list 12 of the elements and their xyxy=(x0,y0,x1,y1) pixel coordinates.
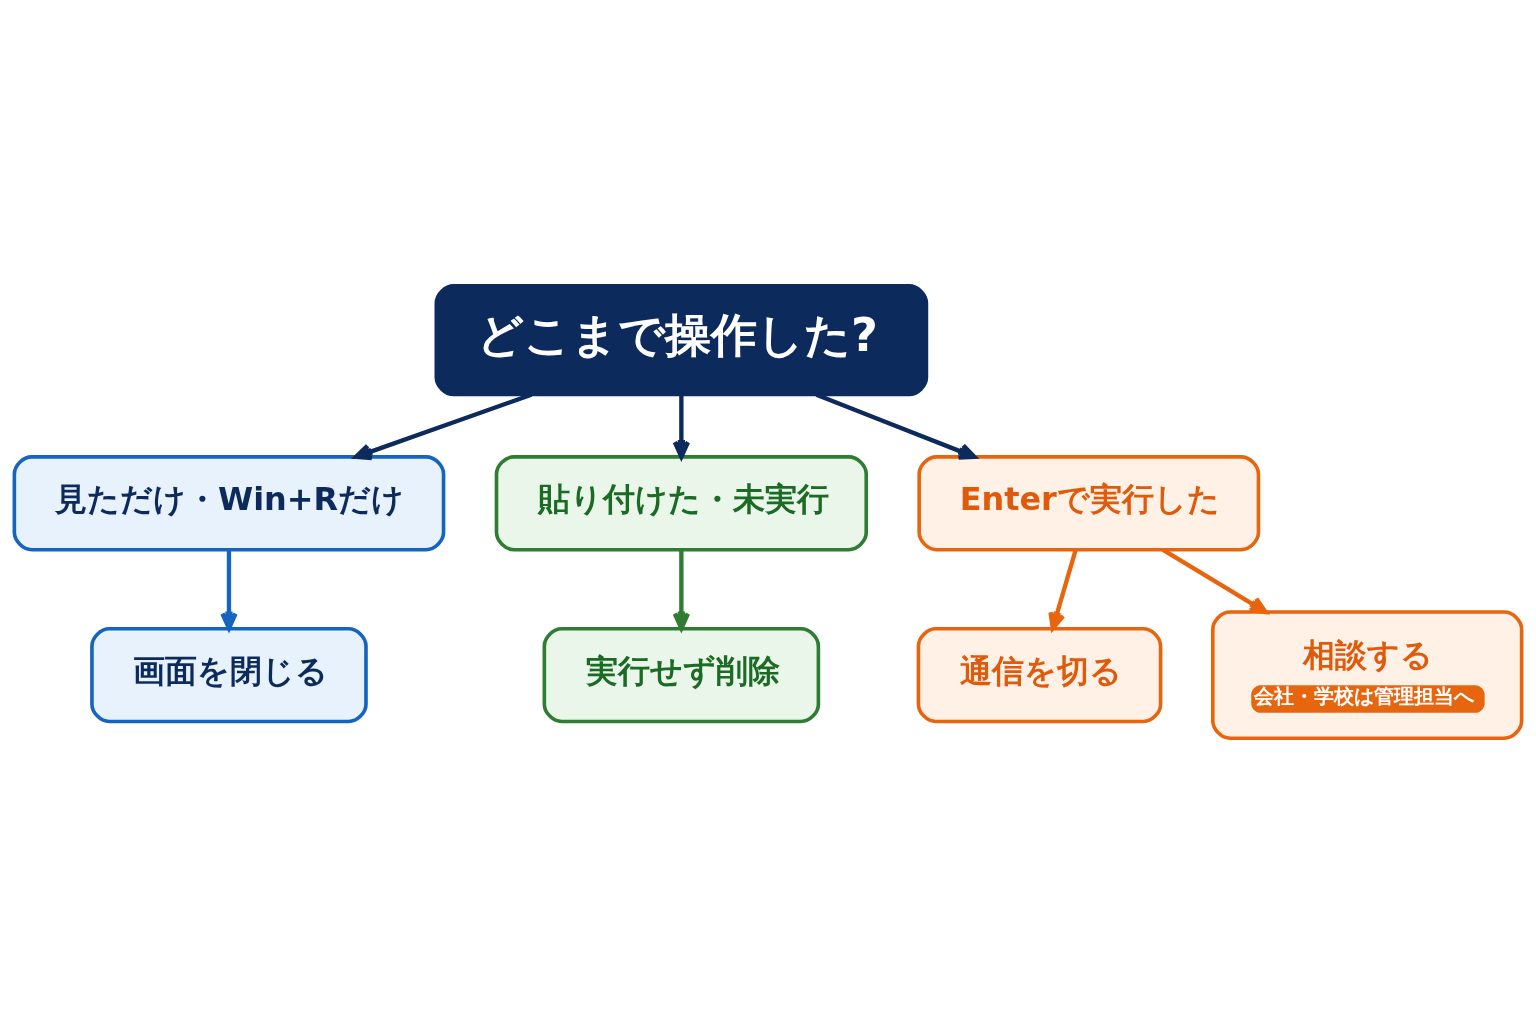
node-box: 相談する 会社・学校は管理担当へ xyxy=(1210,610,1524,740)
node-box: 画面を閉じる xyxy=(90,626,368,724)
node-box: 実行せず削除 xyxy=(542,626,821,724)
arrow xyxy=(672,550,691,631)
node-box: 貼り付けた・未実行 xyxy=(494,455,869,552)
node-box: 通信を切る xyxy=(916,626,1163,724)
arrow xyxy=(1048,549,1078,631)
node-box: Enterで実行した xyxy=(917,455,1261,552)
arrow xyxy=(220,550,238,631)
arrow xyxy=(672,394,691,459)
node-box: どこまで操作した? xyxy=(434,284,929,397)
node-box: 見ただけ・Win+Rだけ xyxy=(12,455,446,552)
